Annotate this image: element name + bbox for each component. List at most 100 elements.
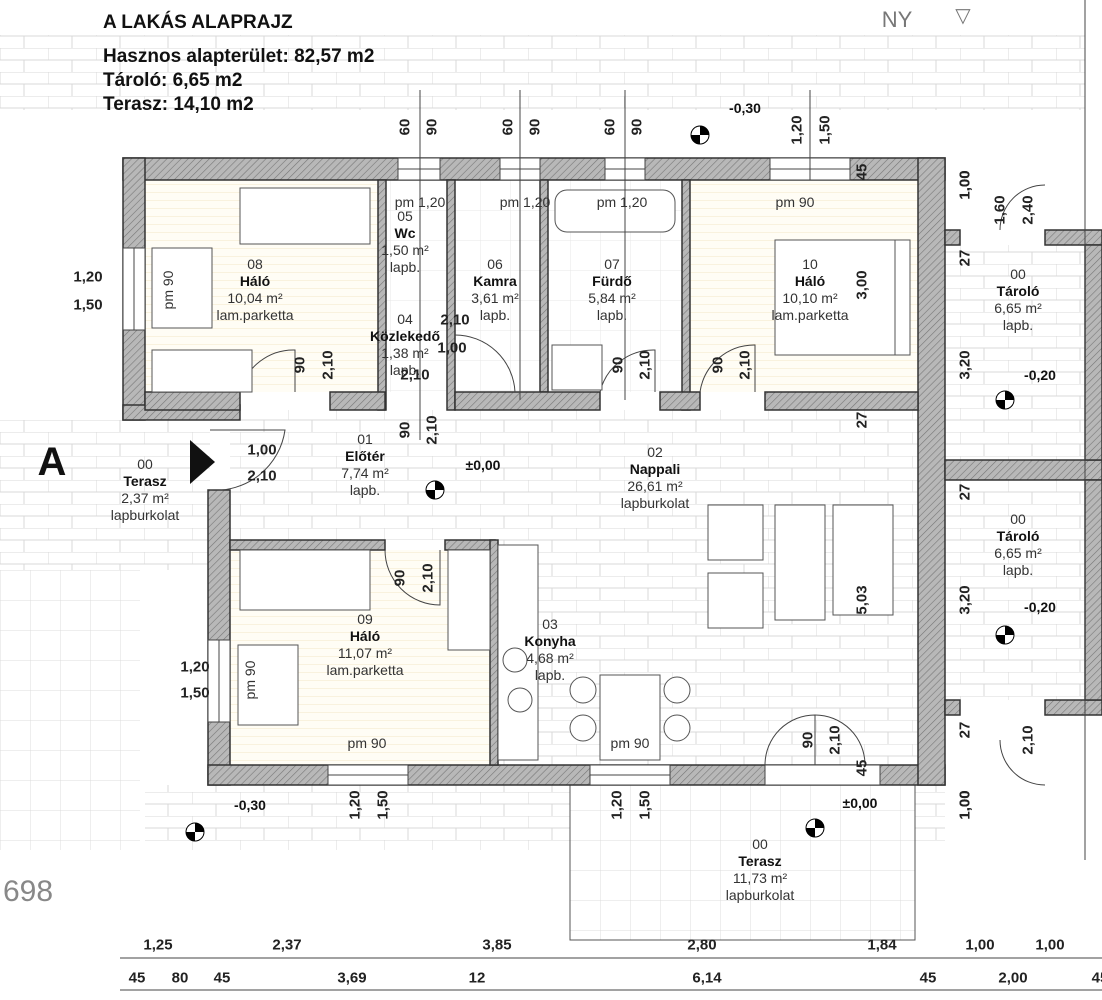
room-floor: lapb. [389,259,421,275]
room-no: 08 [247,256,263,272]
room-area: 1,38 m² [381,345,429,361]
detail-dimension: 45 [213,969,231,987]
wall-dimension: 3,20 [956,585,974,615]
floor-storage-2 [945,480,1085,700]
detail-dimension: 45 [128,969,146,987]
room-floor: lam.parketta [771,307,849,323]
opening-dimension: 2,10 [440,311,470,329]
wall-dimension: 1,00 [956,170,974,200]
room-floor: lapb. [349,482,381,498]
room-area: 6,65 m² [994,545,1042,561]
opening-dimension: 90 [628,118,646,136]
opening-dimension: 2,10 [400,366,430,384]
sheet-number: 698 [2,875,54,908]
room-area: 11,73 m² [732,870,788,886]
overall-dimension: 1,00 [965,936,995,954]
room-name: Konyha [524,633,576,649]
room-area: 7,74 m² [341,465,389,481]
room-name: Tároló [996,528,1040,544]
overall-dimension: 1,00 [1035,936,1065,954]
opening-dimension: 1,60 [991,195,1009,225]
room-name: Tároló [996,283,1040,299]
room-no: 03 [542,616,558,632]
overall-dimension: 3,85 [482,936,512,954]
room-floor: lapb. [389,362,421,378]
detail-dimension: 2,00 [998,969,1028,987]
opening-dimension: 1,00 [437,339,467,357]
wall-dimension: 3,00 [853,270,871,300]
opening-dimension: 2,10 [319,350,337,380]
detail-dimension: 80 [171,969,189,987]
opening-dimension: 90 [423,118,441,136]
room-floor: lapb. [479,307,511,323]
level-label: -0,30 [234,797,266,813]
opening-dimension: 1,20 [73,268,103,286]
opening-dimension: 90 [709,356,727,374]
wall-dimension: 3,20 [956,350,974,380]
window-label: pm 90 [160,270,176,310]
room-floor: lapb. [1002,562,1034,578]
terrace-slab [569,784,916,941]
opening-dimension: 1,50 [180,684,210,702]
wall-dimension: 27 [853,411,871,429]
room-area: 10,10 m² [782,290,838,306]
room-name: Nappali [629,461,681,477]
room-name: Háló [349,628,381,644]
room-no: 06 [487,256,503,272]
terrace-area-line: Terasz: 14,10 m2 [103,94,254,115]
paving-top [0,35,1085,110]
opening-dimension: 90 [526,118,544,136]
window-label: pm 1,20 [499,194,551,210]
opening-dimension: 1,20 [608,790,626,820]
room-name: Kamra [473,273,517,289]
overall-dimension: 1,25 [143,936,173,954]
room-name: Terasz [738,853,782,869]
opening-dimension: 90 [396,421,414,439]
compass-icon: ▽ [955,5,971,27]
overall-dimension: 2,37 [272,936,302,954]
opening-dimension: 60 [396,118,414,136]
opening-dimension: 1,20 [180,658,210,676]
room-area: 11,07 m² [337,645,393,661]
opening-dimension: 1,50 [73,296,103,314]
opening-dimension: 2,10 [423,415,441,445]
room-no: 00 [1010,511,1026,527]
window-label: pm 1,20 [596,194,648,210]
room-floor: lapburkolat [110,507,180,523]
opening-dimension: 90 [609,356,627,374]
room-floor: lapb. [596,307,628,323]
room-area: 10,04 m² [227,290,283,306]
windows [122,157,881,786]
room-floor: lapburkolat [725,887,795,903]
room-name: Közlekedő [369,328,441,344]
room-name: Előtér [345,448,385,464]
room-no: 00 [752,836,768,852]
dimension-lines [120,0,1102,991]
room-area: 2,37 m² [121,490,169,506]
window-label: pm 90 [610,735,650,751]
opening-dimension: 2,10 [826,725,844,755]
entrance-arrow-icon [190,440,215,484]
room-area: 1,50 m² [381,242,429,258]
opening-dimension: 1,50 [636,790,654,820]
room-name: Háló [794,273,826,289]
room-name: Terasz [123,473,167,489]
room-floor: lam.parketta [326,662,404,678]
room-name: Fürdő [592,273,632,289]
detail-dimension: 45 [1091,969,1102,987]
level-label: -0,20 [1024,599,1056,615]
detail-dimension: 6,14 [692,969,722,987]
room-name: Háló [239,273,271,289]
